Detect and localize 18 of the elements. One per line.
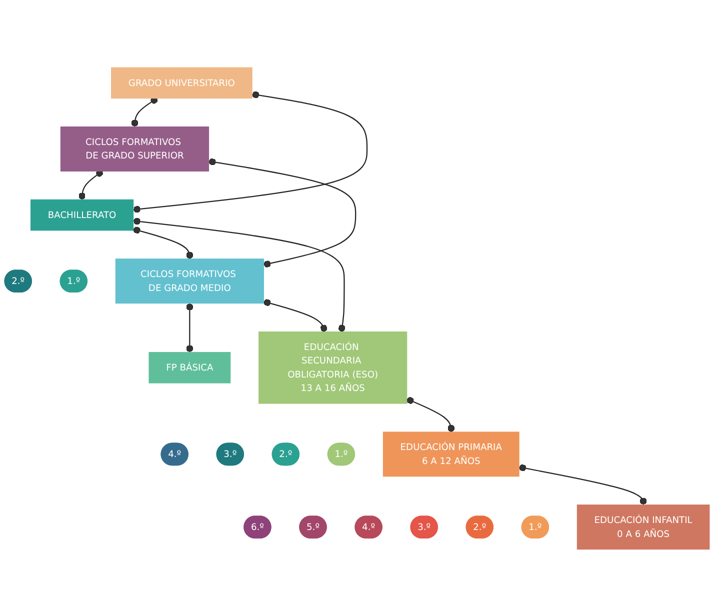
connector: [406, 396, 455, 432]
node-box: FP BÁSICA: [148, 352, 231, 383]
connector: [186, 302, 194, 352]
connector: [133, 90, 368, 212]
connector: [78, 169, 103, 200]
connector: [208, 158, 356, 268]
node-box: GRADO UNIVERSITARIO: [111, 66, 252, 98]
node-box: BACHILLERATO: [30, 198, 134, 230]
connector: [133, 217, 346, 332]
node-box: CICLOS FORMATIVOS DE GRADO MEDIO: [115, 258, 264, 304]
node-box: EDUCACIÓN SECUNDARIA OBLIGATORIA (ESO) 13 A 16 AÑOS: [258, 331, 408, 404]
node-box: EDUCACIÓN PRIMARIA 6 A 12 AÑOS: [382, 431, 520, 476]
node-box: CICLOS FORMATIVOS DE GRADO SUPERIOR: [60, 126, 210, 172]
connector: [264, 298, 328, 332]
node-box: EDUCACIÓN INFANTIL 0 A 6 AÑOS: [576, 504, 710, 550]
connector: [133, 226, 194, 258]
connector: [131, 96, 158, 126]
connector: [518, 464, 647, 504]
